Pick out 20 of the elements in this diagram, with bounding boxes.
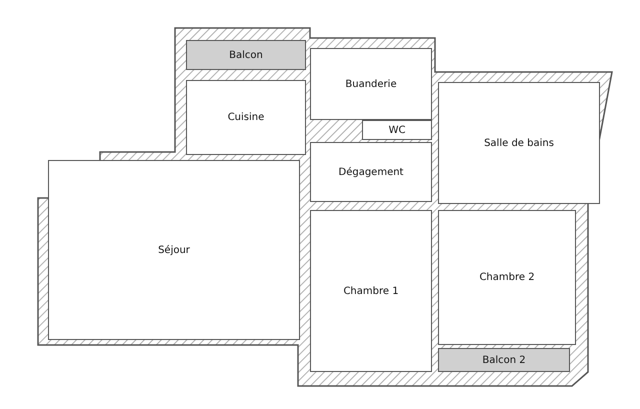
room-label: Dégagement xyxy=(338,166,404,178)
room-label: Balcon xyxy=(229,50,263,60)
room-area xyxy=(438,210,576,345)
room-area xyxy=(48,160,300,340)
room-label: Séjour xyxy=(158,244,190,256)
room-area xyxy=(310,210,432,372)
balcony-area xyxy=(438,348,570,372)
room-label: Salle de bains xyxy=(484,138,554,148)
balcony-area xyxy=(186,40,306,70)
room-label: WC xyxy=(388,124,406,136)
room-area xyxy=(438,82,600,204)
room-area xyxy=(186,80,306,155)
room-area xyxy=(310,48,432,120)
room-label: Balcon 2 xyxy=(482,354,526,366)
room-label: Chambre 2 xyxy=(479,272,535,283)
room-label: Cuisine xyxy=(228,112,264,123)
room-label: Buanderie xyxy=(345,78,397,90)
room-label: Chambre 1 xyxy=(343,286,399,296)
room-area xyxy=(310,142,432,202)
room-area xyxy=(362,120,432,140)
